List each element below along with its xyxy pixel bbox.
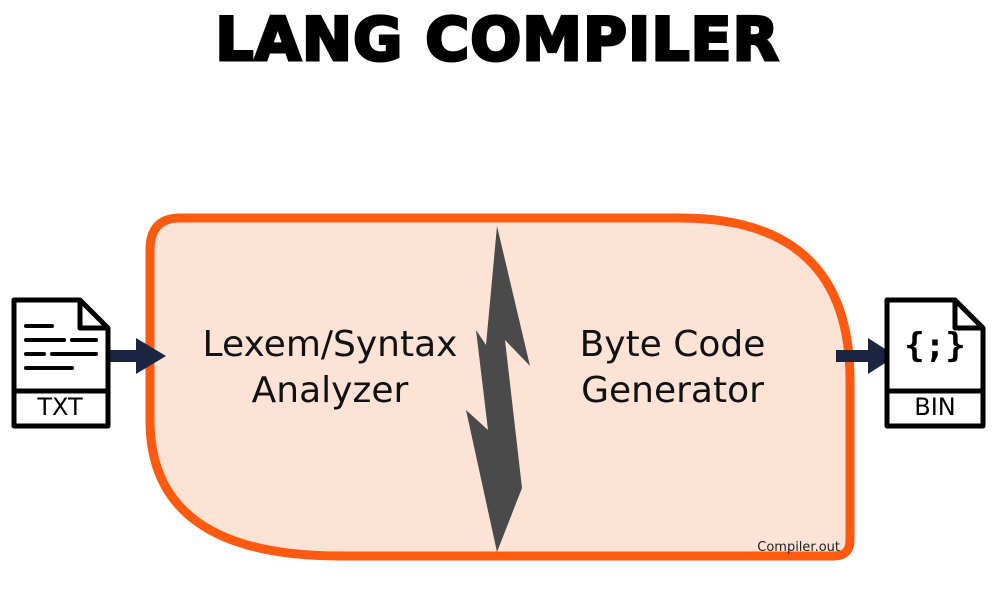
code-braces-glyph: {;} (904, 326, 966, 366)
lexer-stage-line-1: Lexem/Syntax (202, 324, 458, 365)
output-arrow (836, 338, 896, 374)
input-arrow (102, 338, 166, 374)
binary-code-file-icon (884, 297, 986, 429)
bytecode-generator-stage-label: Byte Code Generator (530, 322, 815, 414)
output-file-label: BIN (914, 393, 956, 421)
generator-stage-line-1: Byte Code (579, 324, 766, 365)
lightning-separator (466, 226, 530, 552)
input-file-label: TXT (37, 393, 83, 421)
generator-stage-line-2: Generator (581, 370, 764, 411)
lexer-stage-line-2: Analyzer (251, 370, 409, 411)
lexer-parser-stage-label: Lexem/Syntax Analyzer (180, 322, 480, 414)
diagram-title: LANG COMPILER (214, 4, 780, 77)
text-file-icon (11, 297, 111, 429)
module-name-label: Compiler.out (757, 540, 840, 555)
